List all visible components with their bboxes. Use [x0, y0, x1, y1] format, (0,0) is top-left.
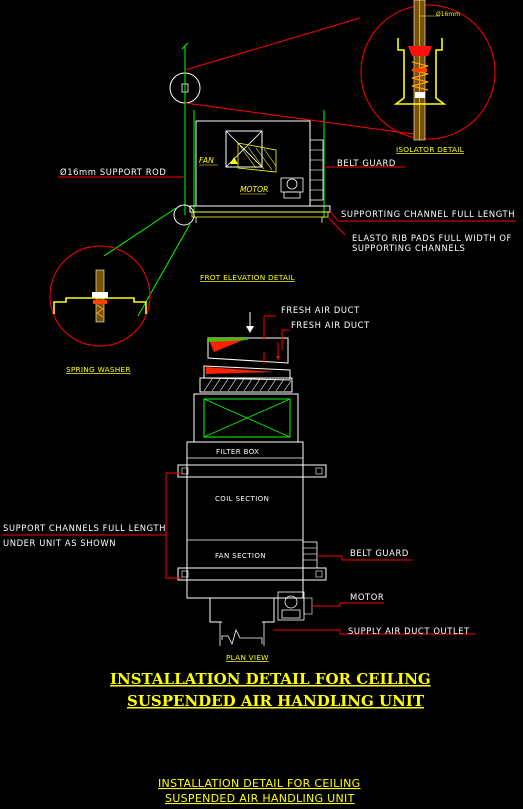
isolator-detail: Ø16mm ISOLATOR DETAIL: [360, 0, 496, 154]
elasto-pads-label-1: ELASTO RIB PADS FULL WIDTH OF: [352, 233, 512, 243]
plan-view: FRESH AIR DUCT FRESH AIR DUCT FILTER BOX…: [2, 305, 476, 662]
support-channels-label-2: UNDER UNIT AS SHOWN: [3, 538, 116, 548]
supply-duct-label: SUPPLY AIR DUCT OUTLET: [348, 626, 470, 636]
isolator-rod-size-label: Ø16mm: [436, 11, 460, 18]
support-channel-top: [177, 464, 327, 478]
fan-label: FAN: [199, 156, 214, 165]
drawing-title-line2: SUSPENDED AIR HANDLING UNIT: [127, 692, 425, 710]
spring-washer-circle: [49, 245, 151, 347]
elasto-pads-label-2: SUPPORTING CHANNELS: [352, 243, 465, 253]
belt-guard-label-front: BELT GUARD: [337, 158, 396, 168]
motor-plan-icon: [277, 591, 313, 621]
fan-box: [225, 130, 263, 168]
belt-guard-plan: [302, 541, 318, 569]
support-channels-label-1: SUPPORT CHANNELS FULL LENGTH: [3, 523, 166, 533]
front-elevation-caption: FROT ELEVATION DETAIL: [200, 273, 296, 282]
supporting-channel-label: SUPPORTING CHANNEL FULL LENGTH: [341, 209, 515, 219]
fan-arrow-icon: [230, 157, 238, 164]
front-elevation-detail: FAN MOTOR Ø1: [58, 17, 516, 317]
support-channel-bottom: [177, 567, 327, 581]
filter-box-label: FILTER BOX: [216, 448, 259, 456]
drawing-title-line1: INSTALLATION DETAIL FOR CEILING: [110, 670, 431, 688]
motor-label: MOTOR: [240, 185, 268, 194]
drawing-subtitle-line1: INSTALLATION DETAIL FOR CEILING: [158, 777, 360, 790]
spring-washer-caption: SPRING WASHER: [66, 365, 131, 374]
isolator-detail-circle: [360, 4, 496, 140]
coil-section-label: COIL SECTION: [215, 495, 269, 503]
supporting-channel: [189, 205, 331, 213]
plan-view-caption: PLAN VIEW: [226, 653, 269, 662]
fan-section-label: FAN SECTION: [215, 552, 266, 560]
fresh-air-duct-inlet: [199, 312, 293, 393]
belt-guard-label-plan: BELT GUARD: [350, 548, 409, 558]
drawing-subtitle-line2: SUSPENDED AIR HANDLING UNIT: [165, 792, 355, 805]
motor-label-plan: MOTOR: [350, 592, 384, 602]
isolator-detail-caption: ISOLATOR DETAIL: [396, 145, 465, 154]
airflow-arrow-icon: [246, 326, 254, 333]
spring-washer-detail: SPRING WASHER: [49, 245, 151, 374]
supply-air-duct-outlet: [209, 598, 275, 646]
fresh-air-duct-label-2: FRESH AIR DUCT: [291, 320, 370, 330]
spring-washer-callout-circle: [173, 204, 195, 226]
fresh-air-duct-label-1: FRESH AIR DUCT: [281, 305, 360, 315]
filter-box: [193, 393, 299, 443]
ahu-plan-body: [186, 441, 304, 599]
motor-icon: [280, 177, 304, 199]
belt-guard: [309, 139, 324, 201]
support-rod-label: Ø16mm SUPPORT ROD: [60, 167, 166, 177]
elasto-rib-pads: [191, 211, 329, 218]
